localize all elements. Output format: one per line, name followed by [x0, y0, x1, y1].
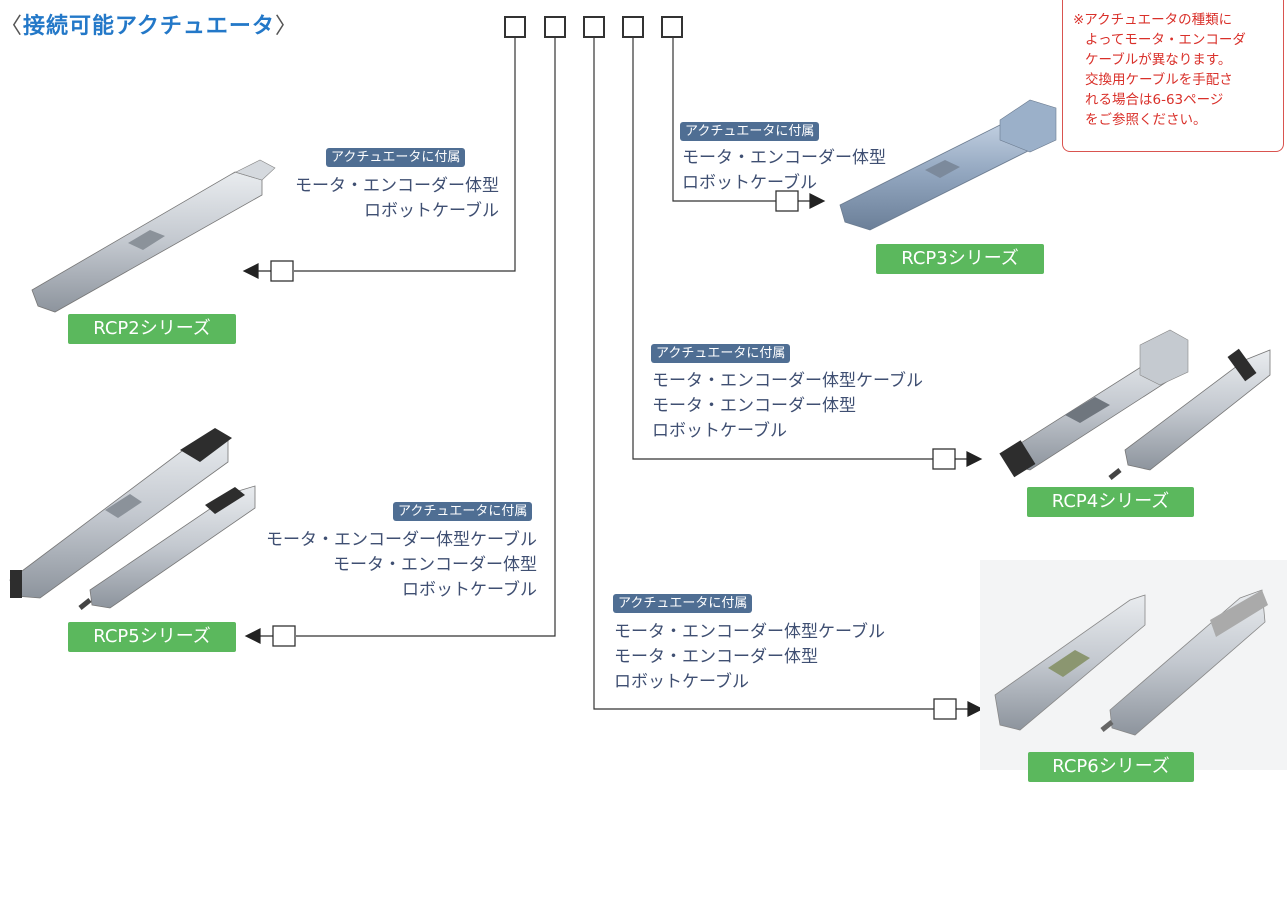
series-label-rcp2: RCP2シリーズ: [68, 314, 236, 344]
accessory-tag: アクチュエータに付属: [326, 148, 466, 167]
title-open-bracket: 〈: [0, 14, 24, 39]
accessory-tag: アクチュエータに付属: [613, 594, 753, 613]
cable-name: モータ・エンコーダー体型: [682, 148, 886, 168]
series-label-rcp5: RCP5シリーズ: [68, 622, 236, 652]
note-line: れる場合は6-63ページ: [1085, 92, 1224, 108]
rcp4-actuator-image: [999, 329, 1271, 480]
model-code-box-5: [661, 16, 683, 38]
note-line: ※アクチュエータの種類に: [1073, 12, 1233, 28]
series-label-rcp6: RCP6シリーズ: [1028, 752, 1194, 782]
model-code-box-3: [583, 16, 605, 38]
cable-name: モータ・エンコーダー体型ケーブル: [614, 622, 885, 642]
arrow-left-icon: [244, 628, 261, 644]
cable-name: モータ・エンコーダー体型ケーブル: [652, 371, 923, 391]
cable-name: ロボットケーブル: [402, 580, 537, 600]
series-label-rcp4: RCP4シリーズ: [1027, 487, 1194, 517]
arrow-right-icon: [809, 193, 826, 209]
cable-list-rcp2: モータ・エンコーダー体型 ロボットケーブル: [295, 174, 499, 224]
cable-name: モータ・エンコーダー体型: [295, 176, 499, 196]
note-line: よってモータ・エンコーダ: [1085, 32, 1246, 48]
rcp5-actuator-image: [9, 428, 256, 610]
cable-name: ロボットケーブル: [614, 672, 749, 692]
arrow-left-icon: [242, 263, 259, 279]
page-title: 〈接続可能アクチュエータ〉: [0, 8, 298, 40]
arrow-right-icon: [966, 451, 983, 467]
cable-list-rcp6: モータ・エンコーダー体型ケーブル モータ・エンコーダー体型 ロボットケーブル: [614, 620, 885, 695]
cable-note: ※アクチュエータの種類に よってモータ・エンコーダ ケーブルが異なります。 交換…: [1062, 0, 1284, 152]
note-line: 交換用ケーブルを手配さ: [1085, 72, 1233, 88]
cable-name: ロボットケーブル: [364, 201, 499, 221]
rcp6-actuator-image: [980, 560, 1287, 770]
model-code-box-2: [544, 16, 566, 38]
note-line: ケーブルが異なります。: [1085, 52, 1232, 68]
cable-name: ロボットケーブル: [652, 421, 787, 441]
cable-list-rcp5: モータ・エンコーダー体型ケーブル モータ・エンコーダー体型 ロボットケーブル: [266, 528, 537, 603]
title-close-bracket: 〉: [274, 14, 298, 39]
cable-name: モータ・エンコーダー体型: [333, 555, 537, 575]
cable-name: モータ・エンコーダー体型: [652, 396, 856, 416]
note-line: をご参照ください。: [1085, 112, 1207, 128]
title-text: 接続可能アクチュエータ: [23, 14, 275, 39]
model-code-box-1: [504, 16, 526, 38]
rcp3-actuator-image: [839, 99, 1057, 231]
cable-name: モータ・エンコーダー体型ケーブル: [266, 530, 537, 550]
accessory-tag: アクチュエータに付属: [393, 502, 533, 521]
rcp2-actuator-image: [31, 159, 276, 313]
cable-list-rcp4: モータ・エンコーダー体型ケーブル モータ・エンコーダー体型 ロボットケーブル: [652, 369, 923, 444]
model-code-box-4: [622, 16, 644, 38]
arrow-right-icon: [967, 701, 984, 717]
cable-name: モータ・エンコーダー体型: [614, 647, 818, 667]
cable-list-rcp3: モータ・エンコーダー体型 ロボットケーブル: [682, 146, 886, 196]
series-label-rcp3: RCP3シリーズ: [876, 244, 1044, 274]
accessory-tag: アクチュエータに付属: [680, 122, 820, 141]
cable-name: ロボットケーブル: [682, 173, 817, 193]
accessory-tag: アクチュエータに付属: [651, 344, 791, 363]
